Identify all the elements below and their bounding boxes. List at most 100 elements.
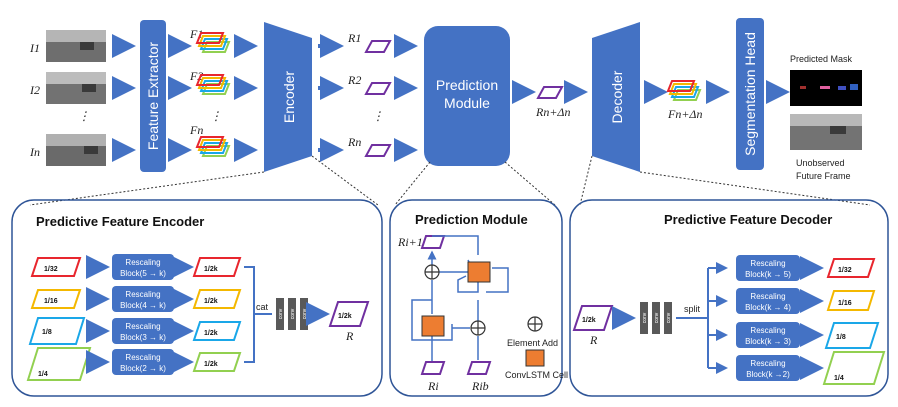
future-feature-stack: [666, 80, 702, 101]
rep-shape-2: [364, 82, 392, 95]
enc-scale-2: 1/16: [30, 289, 82, 309]
enc-result: 1/2k: [328, 301, 370, 327]
svg-text:Rescaling: Rescaling: [750, 326, 785, 335]
svg-text:Rescaling: Rescaling: [750, 259, 785, 268]
concat-bracket: [244, 266, 272, 363]
svg-text:conv: conv: [290, 308, 296, 319]
enc-out-1: 1/2k: [192, 257, 242, 277]
enc-out-4: 1/2k: [192, 352, 242, 372]
pm-r-b-label: Rib: [471, 379, 489, 393]
input-label-n: In: [29, 145, 40, 159]
zoom-line: [311, 155, 379, 206]
svg-text:Rescaling: Rescaling: [750, 359, 785, 368]
svg-text:1/8: 1/8: [42, 329, 52, 336]
svg-text:Block(k → 4): Block(k → 4): [745, 303, 791, 312]
svg-text:Block(2 → k): Block(2 → k): [120, 364, 166, 373]
enc-rescale-block-2: Rescaling Block(4 → k): [112, 286, 174, 312]
svg-text:Block(4 → k): Block(4 → k): [120, 301, 166, 310]
prediction-module-label-1: Prediction: [436, 77, 498, 93]
svg-text:Block(3 → k): Block(3 → k): [120, 333, 166, 342]
rep-shape-1: [364, 40, 392, 53]
feature-label-n: Fn: [189, 123, 203, 137]
encoder-label: Encoder: [281, 71, 297, 123]
dec-rescale-block-4: Rescaling Block(k →2): [736, 355, 800, 381]
svg-text:Block(k → 5): Block(k → 5): [745, 270, 791, 279]
input-label-1: I1: [29, 41, 40, 55]
pm-r-next-label: Ri+1: [397, 235, 423, 249]
rep-ellipsis: ⋮: [372, 109, 384, 123]
enc-out-2: 1/2k: [192, 289, 242, 309]
plus-icon: [528, 317, 542, 331]
svg-text:1/8: 1/8: [836, 334, 846, 341]
prediction-panel: [389, 199, 563, 397]
svg-text:1/16: 1/16: [838, 300, 852, 307]
svg-text:conv: conv: [666, 312, 672, 323]
dec-input-label: R: [589, 333, 598, 347]
svg-text:Block(k → 3): Block(k → 3): [745, 337, 791, 346]
segmentation-head-block: [736, 18, 764, 170]
prediction-module-label-2: Module: [444, 95, 490, 111]
enc-conv-layers: conv conv conv: [276, 298, 308, 330]
feature-stack-1: [195, 32, 231, 53]
svg-text:Rescaling: Rescaling: [750, 292, 785, 301]
encoder-block: [264, 22, 312, 172]
rep-label-1: R1: [347, 31, 361, 45]
dec-conv-layers: conv conv conv: [640, 302, 672, 334]
enc-rescale-block-3: Rescaling Block(3 → k): [112, 318, 174, 344]
svg-text:Rescaling: Rescaling: [125, 353, 160, 362]
svg-text:1/4: 1/4: [38, 371, 48, 378]
decoder-block: [592, 22, 640, 172]
unobserved-label-2: Future Frame: [796, 171, 851, 181]
predicted-mask-image: [790, 70, 862, 106]
dec-scale-3: 1/8: [824, 322, 880, 349]
prediction-panel-title: Prediction Module: [415, 212, 528, 227]
split-bracket: [676, 268, 709, 368]
pm-r-i-label: Ri: [427, 379, 439, 393]
pm-convlstm-top: [467, 261, 491, 283]
svg-text:1/32: 1/32: [838, 267, 852, 274]
svg-text:1/2k: 1/2k: [338, 313, 352, 320]
encoder-panel-title: Predictive Feature Encoder: [36, 214, 204, 229]
enc-result-label: R: [345, 329, 354, 343]
enc-scale-1: 1/32: [30, 257, 82, 277]
dec-scale-1: 1/32: [826, 258, 876, 278]
svg-text:1/4: 1/4: [834, 375, 844, 382]
feature-ellipsis: ⋮: [210, 109, 222, 123]
svg-text:Rescaling: Rescaling: [125, 258, 160, 267]
svg-text:Block(5 → k): Block(5 → k): [120, 269, 166, 278]
svg-text:1/2k: 1/2k: [204, 330, 218, 337]
dec-scale-4: 1/4: [822, 351, 886, 385]
svg-text:1/2k: 1/2k: [582, 317, 596, 324]
svg-text:1/2k: 1/2k: [204, 266, 218, 273]
dec-rescale-block-3: Rescaling Block(k → 3): [736, 322, 800, 348]
dec-scale-2: 1/16: [826, 290, 876, 311]
future-rep-label: Rn+Δn: [535, 105, 570, 119]
svg-text:Block(k →2): Block(k →2): [746, 370, 790, 379]
dec-rescale-block-2: Rescaling Block(k → 4): [736, 288, 800, 314]
svg-text:1/32: 1/32: [44, 266, 58, 273]
rep-label-n: Rn: [347, 135, 361, 149]
plus-icon: [425, 265, 439, 279]
plus-icon: [471, 321, 485, 335]
input-frame-n: [46, 134, 106, 166]
input-ellipsis: ⋮: [78, 109, 90, 123]
pm-flow-lines: [411, 235, 509, 362]
legend-convlstm-label: ConvLSTM Cell: [505, 370, 568, 380]
dec-rescale-block-1: Rescaling Block(k → 5): [736, 255, 800, 281]
feature-extractor-label: Feature Extractor: [145, 42, 161, 150]
zoom-line: [579, 155, 593, 206]
prediction-module-block: [424, 26, 510, 166]
zoom-line: [504, 161, 556, 206]
pm-convlstm-bottom: [421, 315, 445, 337]
feature-extractor-block: [140, 20, 166, 172]
decoder-panel-title: Predictive Feature Decoder: [664, 212, 832, 227]
split-label: split: [684, 304, 701, 314]
svg-text:Rescaling: Rescaling: [125, 322, 160, 331]
encoder-panel: [11, 199, 383, 397]
svg-text:conv: conv: [654, 312, 660, 323]
enc-scale-4: 1/4: [26, 347, 92, 381]
rep-shape-n: [364, 144, 392, 157]
future-feature-label: Fn+Δn: [667, 107, 702, 121]
future-rep-shape: [536, 86, 564, 99]
feature-stack-2: [195, 74, 231, 95]
